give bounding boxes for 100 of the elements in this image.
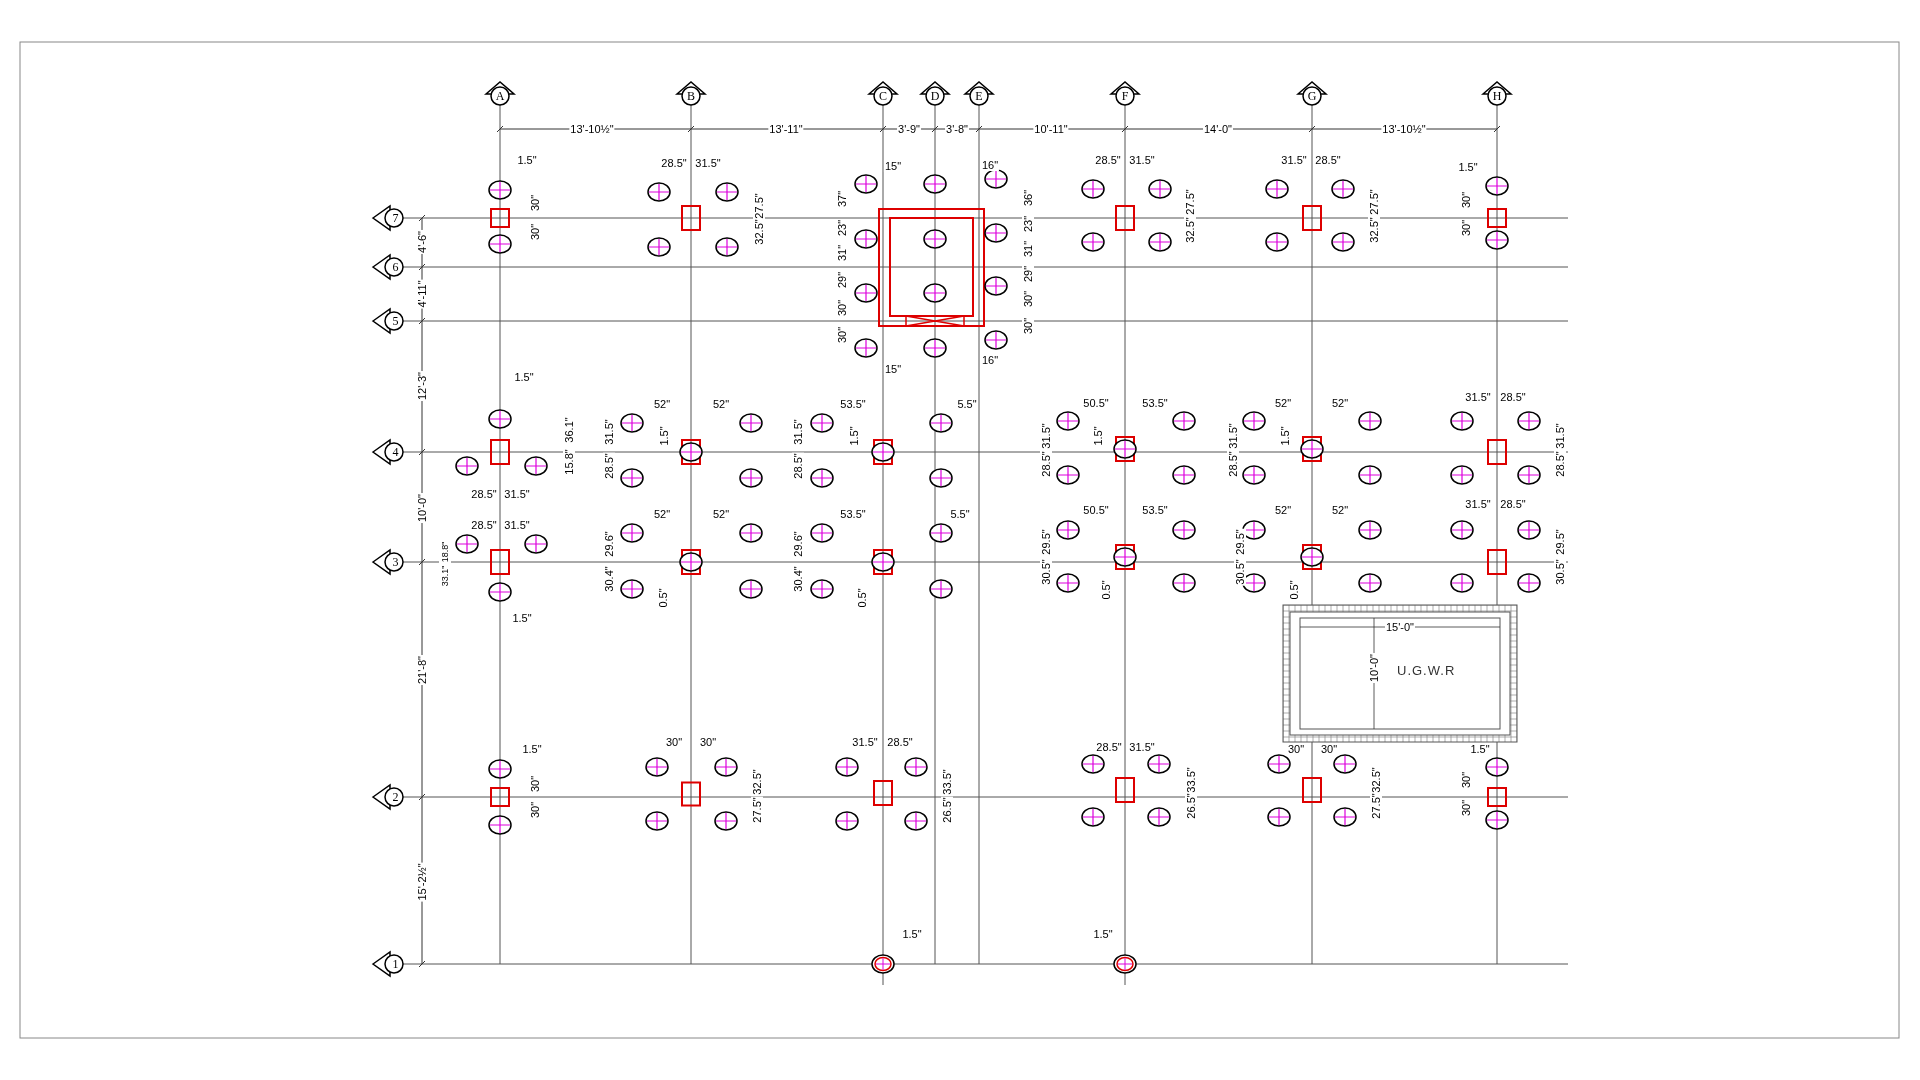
dimension-text: 31.5"	[694, 157, 722, 169]
dimension-text: 3'-9"	[897, 123, 921, 135]
dimension-text: 36"	[1022, 188, 1034, 208]
dimension-text: 32.5"	[1368, 216, 1380, 244]
dimension-text: 31.5"	[503, 488, 531, 500]
dimension-text: 53.5"	[839, 398, 867, 410]
dimension-text: 52"	[1330, 397, 1350, 409]
dimension-text: 31.5"	[1040, 422, 1052, 450]
dimension-text: 37"	[836, 189, 848, 209]
dimension-text: 30.4"	[792, 565, 804, 593]
dimension-text: 27.5"	[1184, 188, 1196, 216]
dimension-text: 5.5"	[949, 508, 971, 520]
dimension-text: 30"	[529, 222, 541, 242]
dimension-text: 1.5"	[658, 425, 670, 447]
dimension-text: 31.5"	[792, 418, 804, 446]
dimension-text: 30"	[836, 298, 848, 318]
dimension-text: 0.5"	[856, 587, 868, 609]
dimension-text: 1.5"	[901, 928, 923, 940]
dimension-text: 52"	[1273, 504, 1293, 516]
dimension-text: 28.5"	[886, 736, 914, 748]
dimension-text: 23"	[1022, 214, 1034, 234]
dimension-text: 28.5"	[1499, 391, 1527, 403]
dimension-text: 30"	[529, 774, 541, 794]
dimension-text: 1.5"	[1279, 425, 1291, 447]
dimension-text: 29"	[1022, 264, 1034, 284]
dimension-text: 29"	[836, 270, 848, 290]
dimension-text: 0.5"	[1100, 579, 1112, 601]
dimension-text: 15'-0"	[1385, 621, 1415, 633]
dimension-text: 31.5"	[503, 519, 531, 531]
dimension-text: 28.5"	[1040, 450, 1052, 478]
dimension-text: 52"	[711, 398, 731, 410]
dimension-text: 28.5"	[1094, 154, 1122, 166]
dimension-text: 30"	[698, 736, 718, 748]
dimension-text: 13'-10½"	[1381, 123, 1427, 135]
dimension-text: 31"	[1022, 239, 1034, 259]
dimension-text: 28.5"	[1095, 741, 1123, 753]
dimension-text: 0.5"	[657, 587, 669, 609]
dimension-text: 31.5"	[603, 418, 615, 446]
dimension-text: 50.5"	[1082, 397, 1110, 409]
dimension-text: 13'-10½"	[569, 123, 615, 135]
dimension-text: 28.5"	[1227, 450, 1239, 478]
dimension-text: 16"	[980, 159, 1000, 171]
dimension-text: 27.5"	[1368, 188, 1380, 216]
dimension-text: 26.5"	[1185, 792, 1197, 820]
dimension-text: 31.5"	[1464, 391, 1492, 403]
dimension-text: 30.5"	[1554, 558, 1566, 586]
dimension-text: 1.5"	[511, 612, 533, 624]
dimension-text: 29.5"	[1234, 528, 1246, 556]
dimension-text: 31.5"	[1280, 154, 1308, 166]
dimension-text: 15"	[883, 363, 903, 375]
dimension-text: 15"	[883, 160, 903, 172]
dimension-text: 31.5"	[1227, 422, 1239, 450]
dimension-text: 1.5"	[1457, 161, 1479, 173]
dimension-text: 4'-11"	[416, 279, 428, 309]
dimension-text: 53.5"	[1141, 397, 1169, 409]
dimension-text: 1.5"	[1092, 928, 1114, 940]
dimension-text: 32.5"	[751, 768, 763, 796]
dimension-text: 30"	[529, 193, 541, 213]
dimension-text: 28.5"	[1499, 498, 1527, 510]
dimension-text: 33.5"	[941, 768, 953, 796]
dimension-text: 30.5"	[1234, 558, 1246, 586]
dimension-text: 33.5"	[1185, 766, 1197, 794]
dimension-text: 1.5"	[521, 743, 543, 755]
dimension-text: 52"	[652, 398, 672, 410]
dimension-text: 21'-8"	[416, 655, 428, 685]
dimension-text: 53.5"	[1141, 504, 1169, 516]
dimension-text: 30.5"	[1040, 558, 1052, 586]
dimension-text: 30"	[1460, 798, 1472, 818]
dimension-text: 30"	[1022, 289, 1034, 309]
dimension-text: 14'-0"	[1203, 123, 1233, 135]
dimension-text: 30"	[1460, 190, 1472, 210]
dimension-text: 31.5"	[1128, 741, 1156, 753]
dimension-text: 1.5"	[848, 425, 860, 447]
dimension-text: 16"	[980, 354, 1000, 366]
dimension-text: 13'-11"	[768, 123, 804, 135]
dimension-text: 28.5"	[470, 488, 498, 500]
dimension-text: 27.5"	[753, 192, 765, 220]
dimension-text: 53.5"	[839, 508, 867, 520]
dimension-text: 15.8"	[563, 448, 575, 476]
dimension-text: 31"	[836, 243, 848, 263]
dimension-text: 4'-6"	[416, 230, 428, 254]
dimension-text: 36.1"	[563, 416, 575, 444]
dimension-text: 29.5"	[1040, 528, 1052, 556]
dimension-text: 1.5"	[516, 154, 538, 166]
dimension-text: 31.5"	[1554, 422, 1566, 450]
dimension-text: 29.5"	[1554, 528, 1566, 556]
dimension-text: 10'-11"	[1033, 123, 1069, 135]
dimension-text: 32.5"	[1370, 766, 1382, 794]
dimension-text: 32.5"	[753, 218, 765, 246]
dimension-text: 29.6"	[603, 530, 615, 558]
dimension-text: 31.5"	[851, 736, 879, 748]
dimension-text: 52"	[652, 508, 672, 520]
dimension-text: 30"	[664, 736, 684, 748]
dimension-text: 1.5"	[513, 371, 535, 383]
dimension-text: 32.5"	[1184, 216, 1196, 244]
dimension-text: 27.5"	[751, 796, 763, 824]
dimension-text: 30"	[836, 325, 848, 345]
dimension-text: 30"	[1460, 770, 1472, 790]
dimension-text: 30"	[1022, 316, 1034, 336]
dimension-text: 26.5"	[941, 796, 953, 824]
